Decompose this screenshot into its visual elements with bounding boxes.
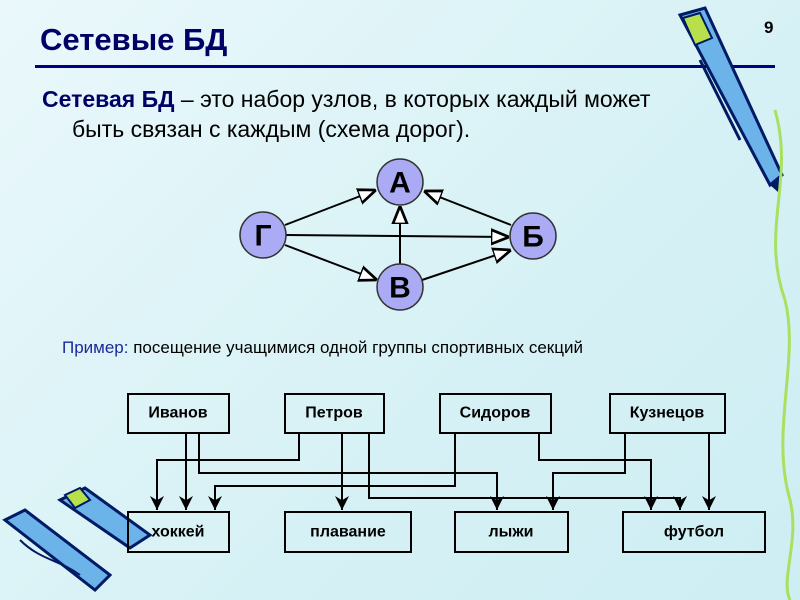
- graph-node-v: В: [376, 263, 424, 311]
- edge-v-b: [421, 250, 511, 281]
- edge-b-a: [424, 191, 512, 226]
- edge-g-v: [284, 244, 377, 280]
- student-box-sidorov: Сидоров: [439, 393, 552, 434]
- section-box-hockey: хоккей: [127, 511, 230, 553]
- section-label: лыжи: [488, 524, 533, 541]
- sections-schema: Иванов Петров Сидоров Кузнецов хоккей пл…: [127, 393, 766, 553]
- pencil-bottom-left-decoration: [2, 486, 153, 592]
- page-number: 9: [764, 18, 774, 37]
- student-label: Петров: [305, 405, 363, 422]
- link-ivanov-ski: [198, 433, 504, 510]
- link-petrov-hockey: [150, 433, 300, 510]
- section-label: плавание: [310, 524, 386, 541]
- pencil-top-right-decoration: [677, 6, 795, 600]
- graph-node-a: А: [376, 158, 424, 206]
- example-text: посещение учащимися одной группы спортив…: [128, 338, 583, 357]
- example-label: Пример:: [62, 338, 129, 357]
- graph-node-g: Г: [239, 211, 287, 259]
- definition-term: Сетевая БД: [42, 86, 175, 112]
- link-sidorov-hockey: [208, 433, 456, 510]
- student-box-ivanov: Иванов: [127, 393, 230, 434]
- example-caption: Пример: посещение учащимися одной группы…: [62, 338, 583, 358]
- section-box-football: футбол: [622, 511, 766, 553]
- section-label: футбол: [664, 524, 724, 541]
- student-box-kuznetsov: Кузнецов: [609, 393, 726, 434]
- node-label-g: Г: [254, 220, 271, 253]
- section-box-ski: лыжи: [454, 511, 569, 553]
- definition-line1: – это набор узлов, в которых каждый може…: [174, 86, 651, 112]
- link-kuznetsov-ski: [546, 433, 626, 510]
- student-label: Иванов: [148, 405, 207, 422]
- definition-line2: быть связан с каждым (схема дорог).: [72, 116, 471, 142]
- edge-g-b: [285, 235, 509, 237]
- edge-g-a: [284, 190, 376, 226]
- node-label-a: А: [389, 167, 411, 200]
- node-label-b: Б: [522, 221, 544, 254]
- network-graph: А Г Б В: [239, 158, 557, 311]
- title-divider: [35, 65, 775, 68]
- student-label: Кузнецов: [630, 405, 705, 422]
- section-box-swimming: плавание: [284, 511, 412, 553]
- section-label: хоккей: [151, 524, 204, 541]
- link-sidorov-football: [538, 433, 658, 510]
- definition-text: Сетевая БД – это набор узлов, в которых …: [42, 84, 772, 144]
- link-petrov-football: [368, 433, 687, 510]
- graph-node-b: Б: [509, 212, 557, 260]
- student-label: Сидоров: [460, 405, 531, 422]
- slide-title: Сетевые БД: [40, 22, 228, 57]
- node-label-v: В: [389, 272, 411, 305]
- student-box-petrov: Петров: [284, 393, 385, 434]
